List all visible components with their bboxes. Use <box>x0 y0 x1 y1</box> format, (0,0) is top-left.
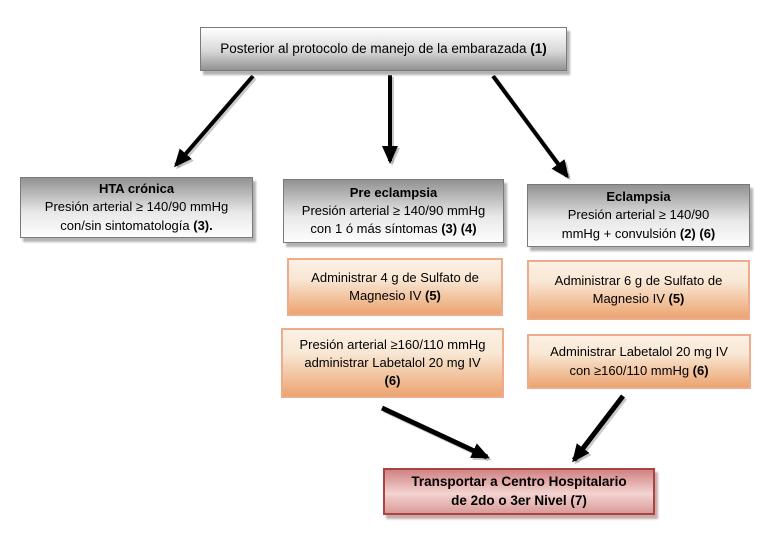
node-eclampsia: Eclampsia Presión arterial ≥ 140/90 mmHg… <box>527 184 750 247</box>
node-lab2-line2-ref: (6) <box>692 362 709 378</box>
node-start-text: Posterior al protocolo de manejo de la e… <box>220 40 546 59</box>
node-start-ref: (1) <box>530 40 547 56</box>
arrow-lab2-to-transport <box>572 394 625 463</box>
node-mg6-line2-text: Magnesio IV <box>592 291 669 306</box>
node-pre-line2: con 1 ó más síntomas (3) (4) <box>310 220 476 238</box>
node-pre-line2-text: con 1 ó más síntomas <box>310 221 442 237</box>
node-mg6-line2: Magnesio IV (5) <box>593 290 685 308</box>
node-ecl-line1-text: Presión arterial ≥ 140/90 <box>567 207 710 223</box>
node-lab1-line1-text: Presión arterial ≥160/110 mmHg <box>299 336 486 352</box>
node-sulfato-magnesio-4g: Administrar 4 g de Sulfato de Magnesio I… <box>287 258 503 316</box>
arrow-shadow-start-to-hta <box>176 76 257 170</box>
node-hta-line2-text: con/sin sintomatología <box>60 217 194 233</box>
node-mg6-line2-ref: (5) <box>668 291 685 306</box>
node-ecl-line2-text: mmHg + convulsión <box>561 225 680 241</box>
node-pre-eclampsia: Pre eclampsia Presión arterial ≥ 140/90 … <box>283 179 504 243</box>
node-hta-line1-text: Presión arterial ≥ 140/90 mmHg <box>44 199 229 215</box>
node-mg6-line1-text: Administrar 6 g de Sulfato de <box>554 272 723 288</box>
node-lab2-line1: Administrar Labetalol 20 mg IV <box>550 343 728 361</box>
node-mg4-line1: Administrar 4 g de Sulfato de <box>311 269 479 287</box>
node-mg4-line1-text: Administrar 4 g de Sulfato de <box>311 269 479 285</box>
node-start-line: Posterior al protocolo de manejo de la e… <box>220 40 531 56</box>
arrow-start-to-ecl <box>491 74 569 179</box>
arrow-shadow-lab1-to-transport <box>382 407 492 462</box>
node-hta-line1: Presión arterial ≥ 140/90 mmHg <box>45 198 228 216</box>
node-lab2-line1-text: Administrar Labetalol 20 mg IV <box>550 344 728 360</box>
node-lab1-line3: (6) <box>385 372 401 390</box>
node-ecl-line2: mmHg + convulsión (2) (6) <box>562 225 716 243</box>
node-hta-cronica: HTA crónica Presión arterial ≥ 140/90 mm… <box>20 177 253 238</box>
node-mg6-line1: Administrar 6 g de Sulfato de <box>555 272 723 290</box>
node-hta-line2-ref: (3). <box>193 217 213 233</box>
node-mg4-line2-text: Magnesio IV <box>349 288 425 303</box>
node-ecl-title: Eclampsia <box>606 189 671 205</box>
arrow-start-to-hta <box>174 74 255 168</box>
node-pre-line2-ref: (3) (4) <box>441 221 477 237</box>
arrow-shadow-lab2-to-transport <box>574 396 627 465</box>
node-hta-line2: con/sin sintomatología (3). <box>60 217 212 235</box>
node-labetalol-eclampsia: Administrar Labetalol 20 mg IV con ≥160/… <box>527 334 751 389</box>
node-start: Posterior al protocolo de manejo de la e… <box>200 27 567 71</box>
node-ecl-line2-ref: (2) (6) <box>679 225 716 241</box>
node-transport-line1: Transportar a Centro Hospitalario <box>411 473 627 489</box>
node-pre-line1-text: Presión arterial ≥ 140/90 mmHg <box>301 202 486 218</box>
node-lab1-line2: administrar Labetalol 20 mg IV <box>304 354 480 372</box>
node-lab2-line2: con ≥160/110 mmHg (6) <box>569 362 708 380</box>
node-lab1-line2-text: administrar Labetalol 20 mg IV <box>304 354 481 370</box>
node-sulfato-magnesio-6g: Administrar 6 g de Sulfato de Magnesio I… <box>527 260 750 320</box>
node-mg4-line2: Magnesio IV (5) <box>349 287 441 305</box>
node-ecl-line1: Presión arterial ≥ 140/90 <box>568 206 710 224</box>
node-lab1-line3-ref: (6) <box>384 373 401 389</box>
node-pre-line1: Presión arterial ≥ 140/90 mmHg <box>302 202 485 220</box>
node-labetalol-pre-eclampsia: Presión arterial ≥160/110 mmHg administr… <box>281 328 504 398</box>
node-mg4-line2-ref: (5) <box>424 288 441 303</box>
arrow-shadow-start-to-ecl <box>493 76 571 181</box>
node-transportar-centro-hospitalario: Transportar a Centro Hospitalario de 2do… <box>383 468 655 515</box>
node-transport-line2: de 2do o 3er Nivel (7) <box>451 492 587 508</box>
arrow-lab1-to-transport <box>380 405 490 460</box>
node-lab2-line2-text: con ≥160/110 mmHg <box>569 362 693 378</box>
node-lab1-line1: Presión arterial ≥160/110 mmHg <box>299 336 485 354</box>
node-hta-title: HTA crónica <box>98 181 175 197</box>
node-pre-title: Pre eclampsia <box>349 184 438 200</box>
